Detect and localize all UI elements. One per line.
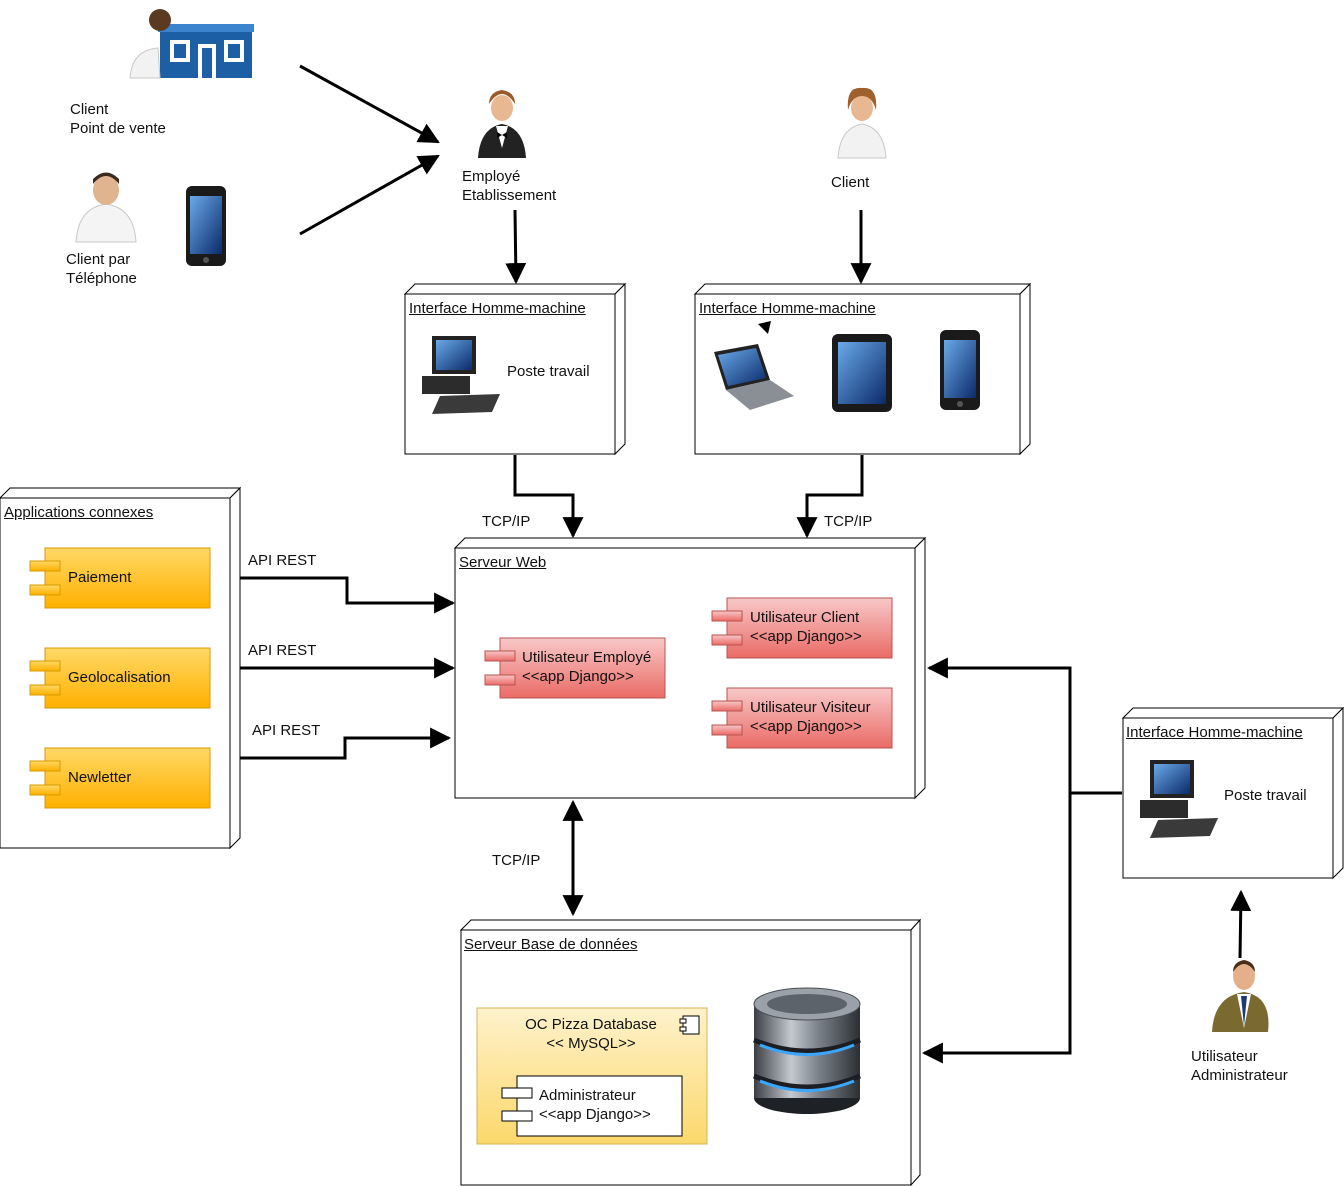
- node-title-ihm-employe: Interface Homme-machine: [409, 300, 586, 317]
- component-oc-pizza-database: [476, 1007, 708, 1145]
- actor-label-employe: Employé Etablissement: [462, 168, 557, 204]
- db-component-admin-label: Administrateur <<app Django>>: [539, 1087, 651, 1123]
- web-component-label-client: Utilisateur Client <<app Django>>: [750, 609, 862, 645]
- node-title-ihm-admin: Interface Homme-machine: [1126, 724, 1303, 741]
- edge-admin-to-ihm: [1230, 889, 1252, 959]
- edge-hub-to-db: [921, 793, 1072, 1064]
- component-paiement: [29, 547, 211, 609]
- actor-label-client-telephone: Client par Téléphone: [66, 251, 137, 287]
- node-title-apps: Applications connexes: [4, 504, 154, 521]
- connection-label-tcp1: TCP/IP: [482, 513, 531, 530]
- node-label-ihm-employe: Poste travail: [507, 363, 590, 380]
- connection-label-api2: API REST: [248, 642, 317, 659]
- actor-label-admin: Utilisateur Administrateur: [1191, 1048, 1288, 1084]
- component-icon: [679, 1015, 700, 1035]
- edge-store-to-employe: [299, 64, 440, 144]
- db-component-title: OC Pizza Database << MySQL>>: [525, 1016, 657, 1052]
- edge-phone-to-employe: [299, 154, 440, 236]
- component-newletter: [29, 747, 211, 809]
- node-label-ihm-admin: Poste travail: [1224, 787, 1307, 804]
- person-icon-admin: [1212, 960, 1269, 1032]
- store-icon: [158, 24, 254, 78]
- connection-label-api1: API REST: [248, 552, 317, 569]
- component-utilisateur-visiteur: [711, 687, 893, 749]
- node-title-web: Serveur Web: [459, 554, 547, 571]
- node-title-ihm-client: Interface Homme-machine: [699, 300, 876, 317]
- edge-hub-to-web: [926, 657, 1072, 793]
- person-icon-client: [837, 87, 887, 159]
- actor-label-client-store: Client Point de vente: [70, 101, 166, 137]
- app-label-geolocalisation: Geolocalisation: [68, 669, 171, 686]
- edge-employe-to-ihm: [505, 209, 527, 285]
- phone-icon-ihm: [940, 330, 980, 410]
- connectors: [240, 64, 1252, 1064]
- edge-ihm-employe-to-web: [513, 455, 584, 539]
- edge-ihm-client-to-web: [796, 455, 864, 539]
- app-label-paiement: Paiement: [68, 569, 132, 586]
- phone-icon-client: [186, 186, 226, 266]
- web-component-label-employe: Utilisateur Employé <<app Django>>: [522, 649, 652, 685]
- person-icon-client-store: [129, 9, 171, 79]
- cursor-icon: [758, 321, 771, 334]
- person-icon-client-phone: [75, 172, 137, 243]
- computer-icon-admin: [1140, 760, 1218, 838]
- web-component-label-visiteur: Utilisateur Visiteur <<app Django>>: [750, 699, 871, 735]
- connection-label-api3: API REST: [252, 722, 321, 739]
- connection-label-tcp2: TCP/IP: [824, 513, 873, 530]
- database-icon: [753, 987, 861, 1114]
- component-geolocalisation: [29, 647, 211, 709]
- tablet-icon: [832, 334, 892, 412]
- computer-icon-employe: [422, 336, 500, 414]
- edge-newletter-to-web: [240, 727, 452, 760]
- node-title-db: Serveur Base de données: [464, 936, 638, 953]
- component-utilisateur-employe: [484, 637, 666, 699]
- app-label-newletter: Newletter: [68, 769, 132, 786]
- edge-paiement-to-web: [240, 576, 456, 614]
- actor-label-client: Client: [831, 174, 870, 191]
- laptop-icon: [714, 344, 794, 410]
- connection-label-tcp3: TCP/IP: [492, 852, 541, 869]
- person-icon-employe: [478, 90, 526, 158]
- component-utilisateur-client: [711, 597, 893, 659]
